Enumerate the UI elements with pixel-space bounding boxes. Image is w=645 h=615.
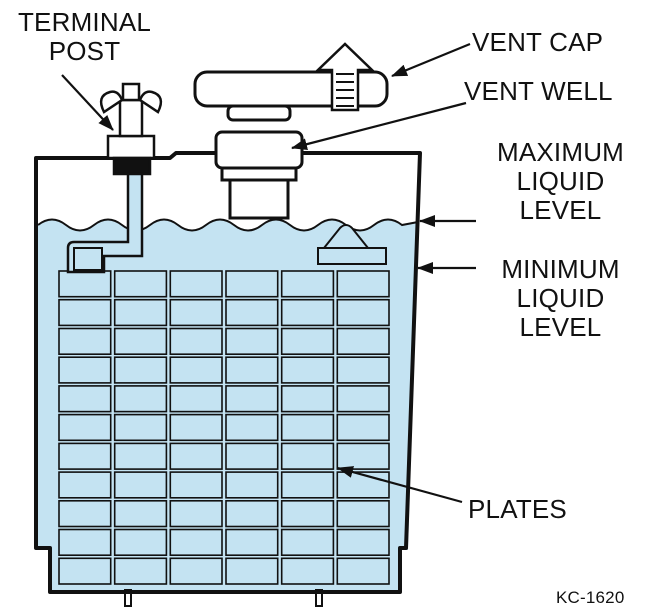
plate-cell — [113, 327, 168, 356]
plate-cell — [58, 557, 112, 585]
plate-cell — [225, 327, 279, 356]
plate-cell — [169, 327, 223, 356]
plate-cell — [58, 270, 112, 298]
terminal-post-label-line2: POST — [48, 36, 121, 66]
battery-case — [34, 151, 422, 594]
plate-cell — [225, 442, 279, 470]
plate-cell — [225, 557, 279, 585]
plate-cell — [58, 356, 112, 384]
plate-cell — [169, 413, 223, 442]
plate-cell — [280, 442, 335, 470]
plate-cell — [58, 327, 112, 356]
vent-well-leader — [291, 101, 467, 151]
plate-cell — [113, 499, 168, 528]
plate-cell — [280, 356, 335, 384]
plate-cell — [336, 413, 390, 442]
plate-cell — [225, 356, 279, 384]
plate-cell — [58, 413, 112, 442]
plate-cell — [225, 385, 279, 413]
plate-cell — [113, 442, 168, 470]
vent-cap-label: VENT CAP — [472, 27, 604, 57]
up-arrow-hatching — [336, 73, 354, 107]
plates-label: PLATES — [468, 494, 567, 524]
vent-well — [214, 130, 304, 220]
right-plate-lug — [317, 224, 387, 265]
plate-cell — [280, 557, 335, 585]
plate-cell — [169, 270, 223, 298]
plate-cell — [113, 356, 168, 384]
maximum-label-line2: LIQUID — [516, 166, 605, 196]
plate-cell — [336, 385, 390, 413]
plate-cell — [280, 471, 335, 499]
plate-cell — [113, 528, 168, 557]
leader-lines — [61, 42, 476, 504]
plate-cell — [169, 442, 223, 470]
left-plate-lug — [73, 247, 103, 271]
plate-cell — [113, 385, 168, 413]
minimum-label-line1: MINIMUM — [501, 254, 620, 284]
plate-cell — [58, 528, 112, 557]
maximum-liquid-level-label: MAXIMUM LIQUID LEVEL — [478, 138, 643, 225]
plate-cell — [169, 528, 223, 557]
case-feet — [124, 589, 323, 607]
plate-cell — [225, 499, 279, 528]
minimum-label-line3: LEVEL — [519, 312, 602, 342]
plate-cell — [336, 442, 390, 470]
plate-connector-strap — [66, 158, 144, 274]
plate-cell — [280, 528, 335, 557]
terminal-post — [99, 82, 163, 176]
plate-cell — [280, 298, 335, 327]
plate-cell — [225, 528, 279, 557]
plate-cell — [113, 471, 168, 499]
plate-cell — [225, 270, 279, 298]
plate-cell — [169, 499, 223, 528]
plate-cell — [58, 298, 112, 327]
terminal-post-leader — [61, 74, 114, 131]
vent-cap-leader — [391, 42, 471, 78]
up-arrow-icon — [314, 42, 376, 112]
plate-cell — [113, 413, 168, 442]
plate-cell — [113, 557, 168, 585]
plate-cell — [58, 471, 112, 499]
plate-cell — [280, 385, 335, 413]
plate-cell — [336, 298, 390, 327]
plate-cell — [169, 356, 223, 384]
plate-cell — [169, 385, 223, 413]
plate-cell — [280, 413, 335, 442]
plate-cell — [169, 471, 223, 499]
terminal-post-label-line1: TERMINAL — [17, 7, 152, 37]
plate-cell — [280, 499, 335, 528]
plate-cell — [225, 471, 279, 499]
plate-cell — [336, 557, 390, 585]
plate-cell — [58, 499, 112, 528]
minimum-label-line2: LIQUID — [516, 283, 605, 313]
plate-cell — [113, 298, 168, 327]
plate-cell — [58, 442, 112, 470]
maximum-label-line3: LEVEL — [519, 195, 602, 225]
plate-cell — [58, 385, 112, 413]
plate-cell — [225, 413, 279, 442]
plates-leader — [337, 466, 463, 504]
plate-cell — [336, 327, 390, 356]
plate-cell — [336, 528, 390, 557]
figure-code-label: KC-1620 — [556, 588, 625, 607]
plate-cell — [169, 298, 223, 327]
vent-well-label: VENT WELL — [464, 76, 613, 106]
plates-grid — [58, 270, 390, 585]
plate-cell — [336, 270, 390, 298]
plate-cell — [169, 557, 223, 585]
plate-cell — [280, 270, 335, 298]
minimum-liquid-level-label: MINIMUM LIQUID LEVEL — [478, 255, 643, 342]
plate-cell — [280, 327, 335, 356]
plate-cell — [113, 270, 168, 298]
terminal-post-label: TERMINAL POST — [2, 8, 167, 66]
plate-cell — [225, 298, 279, 327]
maximum-label-line1: MAXIMUM — [496, 137, 625, 167]
plate-cell — [336, 499, 390, 528]
plate-cell — [336, 356, 390, 384]
